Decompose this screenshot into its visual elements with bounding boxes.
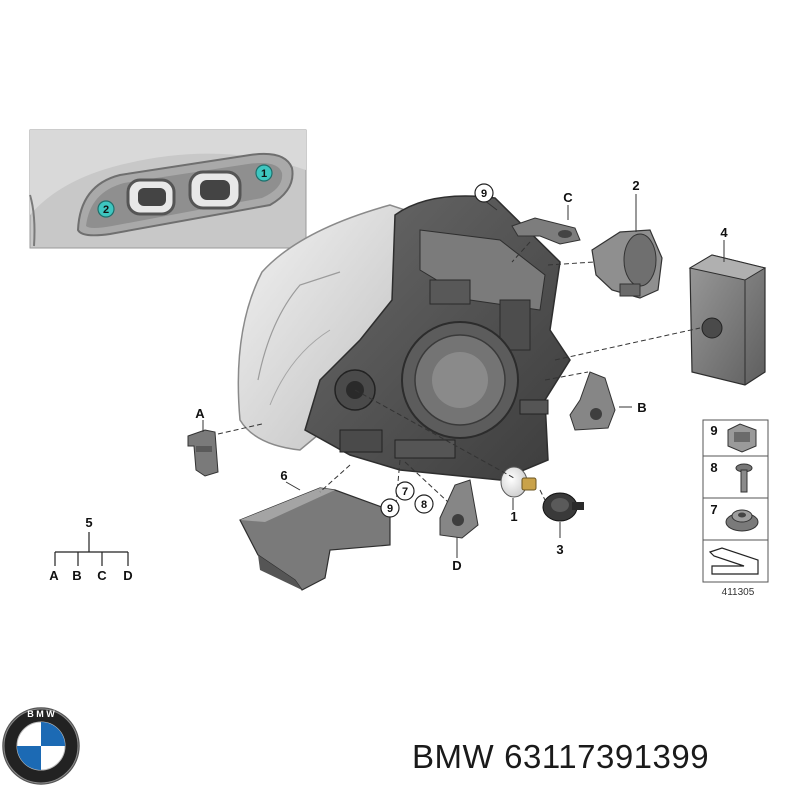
- bracket-a: [187, 429, 219, 477]
- arrow-shape-icon: [708, 547, 759, 575]
- bmw-roundel-icon: B M W: [2, 707, 80, 785]
- tree-leaf-b: B: [72, 568, 81, 583]
- tree-leaf-a: A: [49, 568, 59, 583]
- part-2-actuator: [591, 229, 663, 299]
- grommet-icon: [725, 509, 759, 532]
- assembly-tree: 5 A B C D: [49, 515, 132, 583]
- legend-item-8: 8: [710, 460, 717, 475]
- reference-number: 411305: [722, 587, 755, 598]
- inset-callout-2: 2: [97, 200, 115, 218]
- circled-callout-7: 7: [395, 481, 415, 501]
- part-labels: 1 2 3 4 6 A B C D: [195, 178, 728, 573]
- svg-text:9: 9: [387, 503, 393, 515]
- label-a: A: [195, 406, 205, 421]
- svg-text:7: 7: [402, 486, 408, 498]
- part-6-lower-cover: [239, 487, 391, 591]
- car-inset: [29, 129, 307, 249]
- label-4: 4: [720, 225, 728, 240]
- svg-text:1: 1: [261, 168, 267, 180]
- legend-item-7: 7: [710, 502, 717, 517]
- clip-nut-icon: [727, 423, 757, 453]
- svg-text:8: 8: [421, 499, 427, 511]
- svg-text:9: 9: [481, 188, 487, 200]
- bracket-c: [511, 217, 581, 245]
- label-d: D: [452, 558, 461, 573]
- label-b: B: [637, 400, 646, 415]
- tree-root-label: 5: [85, 515, 92, 530]
- circled-callout-9-top: 9: [474, 183, 494, 203]
- bracket-d: [439, 479, 479, 539]
- part-3-socket: [542, 492, 584, 522]
- svg-text:2: 2: [103, 204, 109, 216]
- part-4-control-unit: [688, 254, 767, 386]
- brand-name: BMW: [412, 738, 495, 775]
- screw-icon: [735, 463, 753, 493]
- hardware-legend: 9 8 7 411305: [702, 419, 769, 598]
- svg-text:B M W: B M W: [27, 709, 55, 719]
- label-1: 1: [510, 509, 517, 524]
- circled-callout-8: 8: [414, 494, 434, 514]
- tree-leaf-c: C: [97, 568, 107, 583]
- circled-callout-9-bottom: 9: [380, 498, 400, 518]
- legend-item-9: 9: [710, 423, 717, 438]
- tree-leaf-d: D: [123, 568, 132, 583]
- label-c: C: [563, 190, 573, 205]
- headlight-assembly: [237, 195, 571, 481]
- label-3: 3: [556, 542, 563, 557]
- label-6: 6: [280, 468, 287, 483]
- part-1-bulb: [500, 466, 537, 498]
- part-number: 63117391399: [504, 738, 710, 775]
- inset-callout-1: 1: [255, 164, 273, 182]
- bracket-b: [569, 371, 616, 431]
- label-2: 2: [632, 178, 639, 193]
